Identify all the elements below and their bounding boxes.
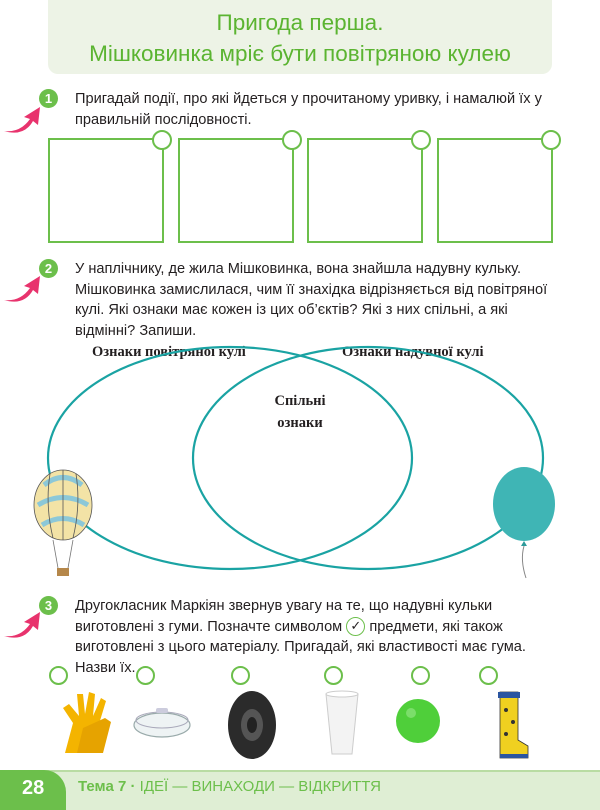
hot-air-balloon-icon — [33, 469, 93, 576]
venn-right-ellipse[interactable] — [191, 345, 545, 571]
select-circle-glass-dish[interactable] — [136, 666, 155, 685]
drawing-box-1[interactable] — [48, 130, 172, 243]
footer-bar — [0, 770, 600, 810]
title-line-2: Мішковинка мріє бути повітряною кулею — [89, 41, 511, 66]
venn-center-line-2: ознаки — [277, 415, 323, 431]
page-title: Пригода перша. Мішковинка мріє бути пові… — [48, 0, 552, 74]
theme-label: Тема 7 — [78, 778, 127, 795]
task-3-text: Другокласник Маркіян звернув увагу на те… — [75, 596, 560, 678]
drawing-box-2[interactable] — [178, 130, 302, 243]
pointer-arrow-icon — [4, 612, 40, 638]
title-line-1: Пригода перша. — [216, 10, 384, 35]
select-circle-gloves[interactable] — [49, 666, 68, 685]
plastic-cup-icon — [325, 690, 359, 755]
venn-center-label: Спільні ознаки — [270, 390, 330, 434]
select-circle-boots[interactable] — [479, 666, 498, 685]
order-circle[interactable] — [411, 130, 431, 150]
glass-dish-icon — [133, 708, 191, 738]
check-symbol-icon: ✓ — [346, 617, 366, 637]
rubber-ball-icon — [396, 699, 440, 743]
venn-left-ellipse[interactable] — [46, 345, 414, 571]
select-circle-tire[interactable] — [231, 666, 250, 685]
select-circle-cup[interactable] — [324, 666, 343, 685]
order-circle[interactable] — [282, 130, 302, 150]
task-1-text: Пригадай події, про які йдеться у прочит… — [75, 91, 542, 128]
task-number-2: 2 — [39, 259, 58, 278]
venn-center-line-1: Спільні — [274, 393, 326, 409]
venn-diagram — [33, 345, 555, 579]
select-circle-ball[interactable] — [411, 666, 430, 685]
task-3-text-part-2: предмети, які також виготовлені з цього … — [75, 618, 526, 676]
footer-theme: Тема 7 · ІДЕЇ — ВИНАХОДИ — ВІДКРИТТЯ — [78, 778, 381, 795]
inflatable-balloon-icon — [493, 467, 555, 579]
task-number-1: 1 — [39, 89, 58, 108]
order-circle[interactable] — [152, 130, 172, 150]
separator: · — [126, 778, 140, 795]
drawing-box-4[interactable] — [437, 130, 561, 243]
rubber-gloves-icon — [63, 692, 111, 753]
task-3-text-part-1: Другокласник Маркіян звернув увагу на те… — [75, 598, 493, 635]
task-number-3: 3 — [39, 596, 58, 615]
task-2-text: У наплічнику, де жила Мішковинка, вона з… — [75, 261, 548, 339]
order-circle[interactable] — [541, 130, 561, 150]
topic-label: ІДЕЇ — ВИНАХОДИ — ВІДКРИТТЯ — [139, 778, 381, 795]
drawing-box-3[interactable] — [307, 130, 431, 243]
pointer-arrow-icon — [4, 276, 40, 302]
page-number: 28 — [0, 770, 66, 810]
rubber-boots-icon — [498, 691, 529, 759]
tire-icon — [228, 691, 276, 759]
pointer-arrow-icon — [4, 107, 40, 133]
